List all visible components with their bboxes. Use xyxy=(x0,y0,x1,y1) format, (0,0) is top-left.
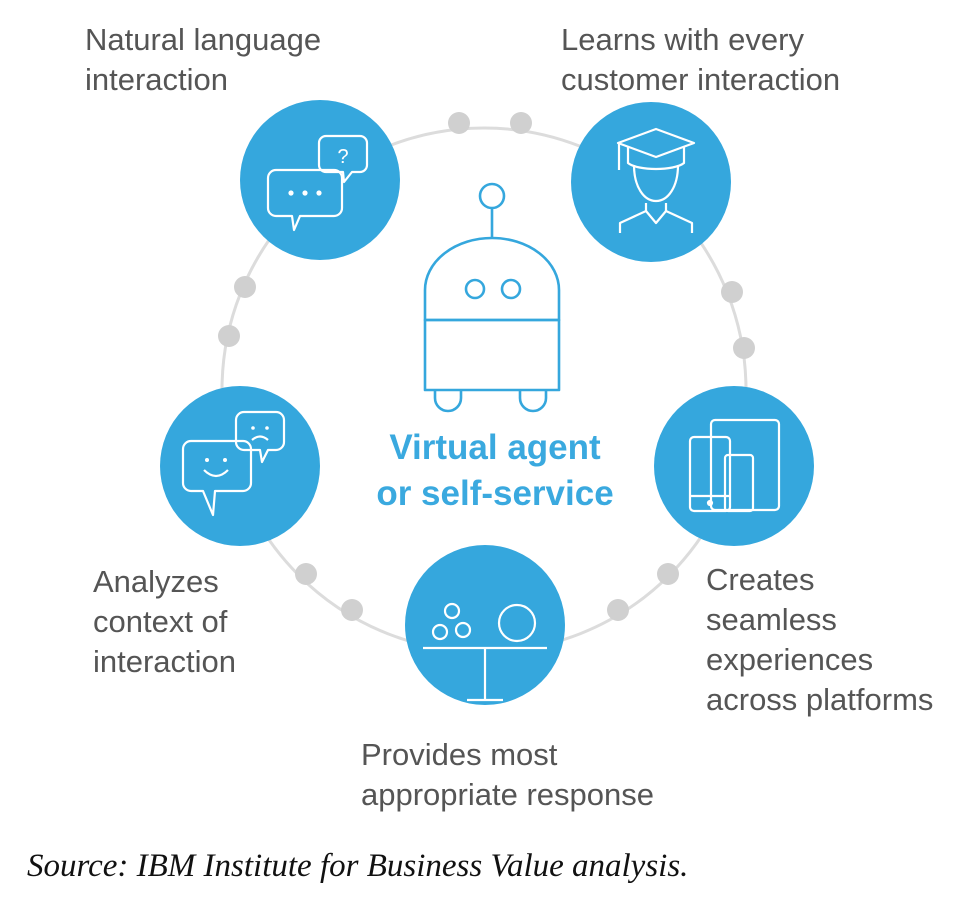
connector-dot xyxy=(733,337,755,359)
connector-dot xyxy=(448,112,470,134)
center-title-line-1: Virtual agent xyxy=(389,428,601,467)
label-context: Analyzes context of interaction xyxy=(93,564,237,679)
source-caption: Source: IBM Institute for Business Value… xyxy=(27,848,689,884)
label-natural-language: Natural language interaction xyxy=(85,22,322,97)
node-learns xyxy=(571,102,731,262)
graduate-person-icon xyxy=(616,127,696,233)
devices-icon xyxy=(688,418,781,513)
connector-dot xyxy=(234,276,256,298)
node-seamless xyxy=(654,386,814,546)
label-learns: Learns with every customer interaction xyxy=(561,22,841,97)
chat-bubbles-emotion-icon xyxy=(181,410,286,517)
robot-icon xyxy=(423,182,561,413)
label-response: Provides most appropriate response xyxy=(361,737,654,812)
connector-dot xyxy=(657,563,679,585)
center-title-line-2: or self-service xyxy=(376,474,614,513)
svg-text:?: ? xyxy=(337,146,348,168)
node-response xyxy=(405,545,565,705)
connector-dot xyxy=(295,563,317,585)
chat-bubbles-question-icon: ? xyxy=(266,134,369,232)
balance-table-icon xyxy=(423,602,547,702)
node-natural-language: ? xyxy=(240,100,400,260)
connector-dot xyxy=(721,281,743,303)
center-title: Virtual agent or self-service xyxy=(300,425,690,517)
connector-dot xyxy=(341,599,363,621)
node-context xyxy=(160,386,320,546)
connector-dot xyxy=(218,325,240,347)
label-seamless: Creates seamless experiences across plat… xyxy=(706,562,934,717)
connector-dot xyxy=(510,112,532,134)
connector-dot xyxy=(607,599,629,621)
